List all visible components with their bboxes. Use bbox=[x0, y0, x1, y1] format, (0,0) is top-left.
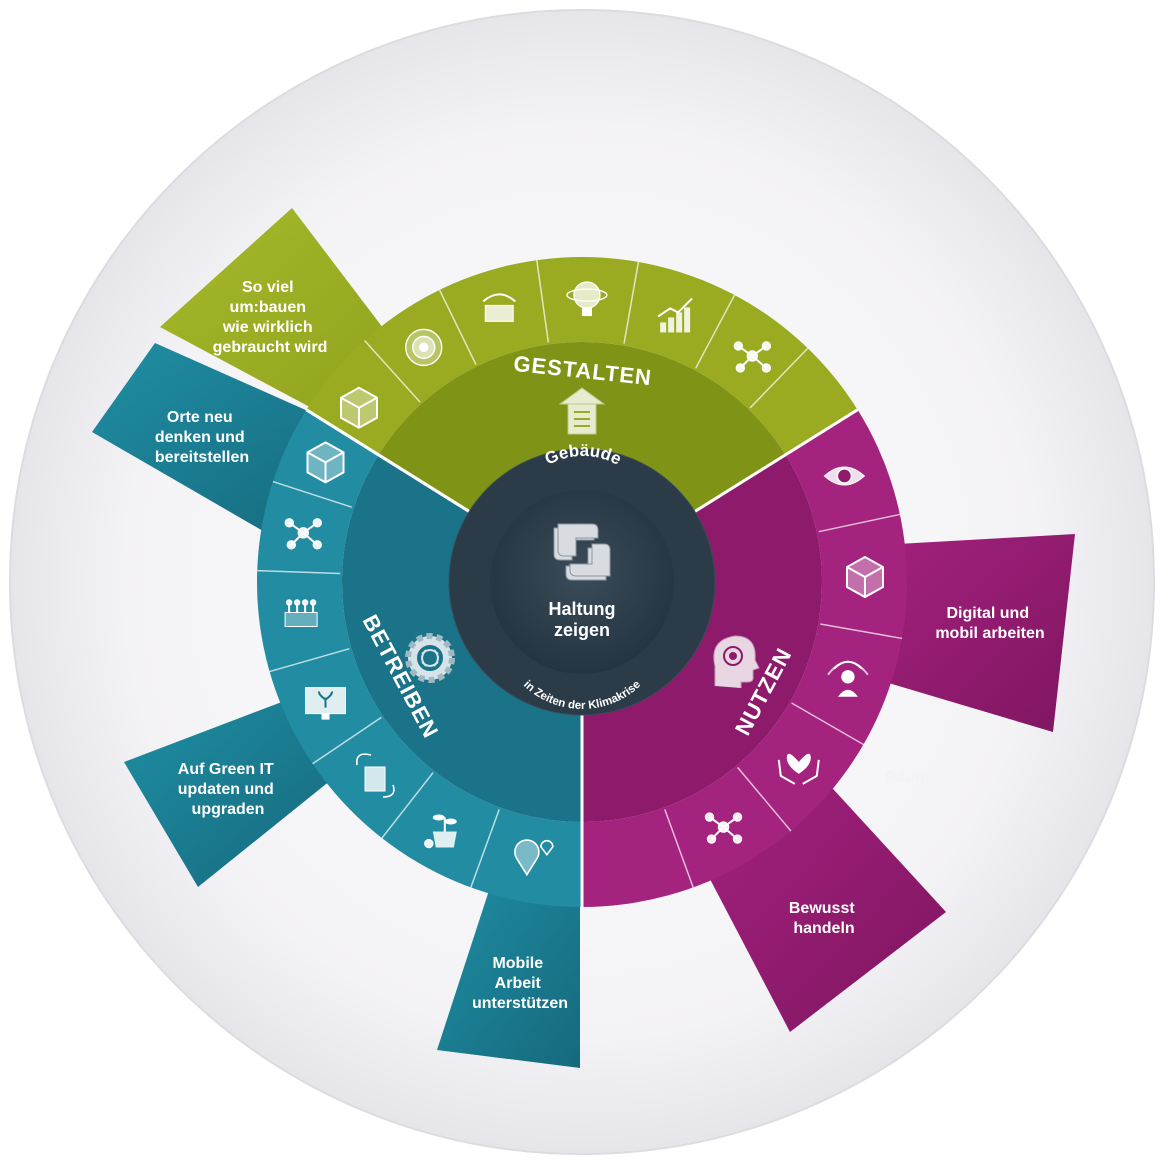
ring-divider bbox=[791, 702, 864, 746]
ring-outer bbox=[256, 256, 907, 907]
network-icon[interactable] bbox=[734, 342, 770, 372]
server-icon[interactable] bbox=[285, 600, 317, 627]
target-icon[interactable] bbox=[406, 329, 442, 365]
center-disc bbox=[490, 490, 674, 674]
center-title-line1: Haltung bbox=[549, 599, 616, 619]
center-title-line2: zeigen bbox=[554, 620, 610, 640]
ring-divider bbox=[257, 569, 341, 575]
ring-divider bbox=[470, 809, 500, 888]
petal-text-orte[interactable]: Orte neu denken und bereitstellen bbox=[155, 409, 249, 466]
hands-heart-icon[interactable] bbox=[779, 753, 819, 784]
ring-outer-nutzen bbox=[582, 409, 907, 907]
recycle-box-icon[interactable] bbox=[483, 294, 515, 321]
cube-icon[interactable] bbox=[306, 441, 345, 484]
plant-pot-icon[interactable] bbox=[425, 814, 457, 848]
ring-divider bbox=[623, 261, 640, 344]
location-question-icon[interactable] bbox=[515, 840, 553, 875]
petal-text-green-it[interactable]: Auf Green IT updaten und upgraden bbox=[178, 761, 278, 818]
petal-text-mobile[interactable]: Mobile Arbeit unterstützen bbox=[472, 955, 568, 1012]
eye-icon[interactable] bbox=[824, 467, 864, 485]
ring-divider bbox=[736, 766, 792, 832]
person-signal-icon[interactable] bbox=[828, 662, 868, 697]
network-icon[interactable] bbox=[706, 813, 742, 843]
ring-outer-betreiben bbox=[256, 409, 582, 907]
petal-text-gestalten[interactable]: So viel um:bauen wie wirklich gebraucht … bbox=[213, 279, 328, 356]
recycle-bin-icon[interactable] bbox=[357, 754, 394, 797]
petal-text-digital[interactable]: Digital und mobil arbeiten bbox=[935, 605, 1044, 642]
petal-text-bewusst[interactable]: Bewusst handeln bbox=[789, 900, 859, 937]
ring-divider bbox=[820, 623, 903, 640]
petal-green-it bbox=[124, 700, 331, 887]
growth-chart-icon[interactable] bbox=[658, 298, 692, 333]
petal-text-raeume[interactable]: Räume smart nutzen bbox=[885, 769, 991, 806]
building-documents-icon bbox=[558, 387, 606, 435]
gear-icon bbox=[405, 633, 455, 683]
cube-icon[interactable] bbox=[339, 386, 378, 429]
ring-divider bbox=[438, 289, 477, 365]
monitor-plant-icon[interactable] bbox=[306, 688, 346, 720]
ring-divider bbox=[381, 772, 434, 839]
network-icon[interactable] bbox=[285, 519, 321, 549]
ring-divider bbox=[694, 294, 736, 369]
ring-divider bbox=[272, 480, 353, 508]
ring-icons bbox=[285, 282, 884, 875]
ring-dividers bbox=[257, 260, 903, 907]
ring-divider bbox=[269, 647, 350, 673]
ring-divider bbox=[363, 339, 421, 403]
ring-outer-gestalten bbox=[306, 256, 858, 455]
head-brain-icon bbox=[713, 635, 760, 688]
ring-divider bbox=[818, 513, 901, 533]
ring-divider bbox=[664, 809, 694, 888]
petal-mobile bbox=[437, 870, 580, 1068]
hands-circle-icon bbox=[553, 523, 611, 581]
petal-digital bbox=[865, 534, 1075, 732]
ring-divider bbox=[749, 347, 809, 409]
ring-divider bbox=[312, 716, 382, 765]
bulb-globe-icon[interactable] bbox=[567, 282, 607, 317]
ring-divider bbox=[536, 260, 550, 343]
cube-icon[interactable] bbox=[845, 555, 884, 599]
segment-boundary bbox=[693, 408, 859, 513]
petal-texts: So viel um:bauen wie wirklich gebraucht … bbox=[155, 279, 1045, 1012]
segment-boundary bbox=[305, 408, 471, 513]
